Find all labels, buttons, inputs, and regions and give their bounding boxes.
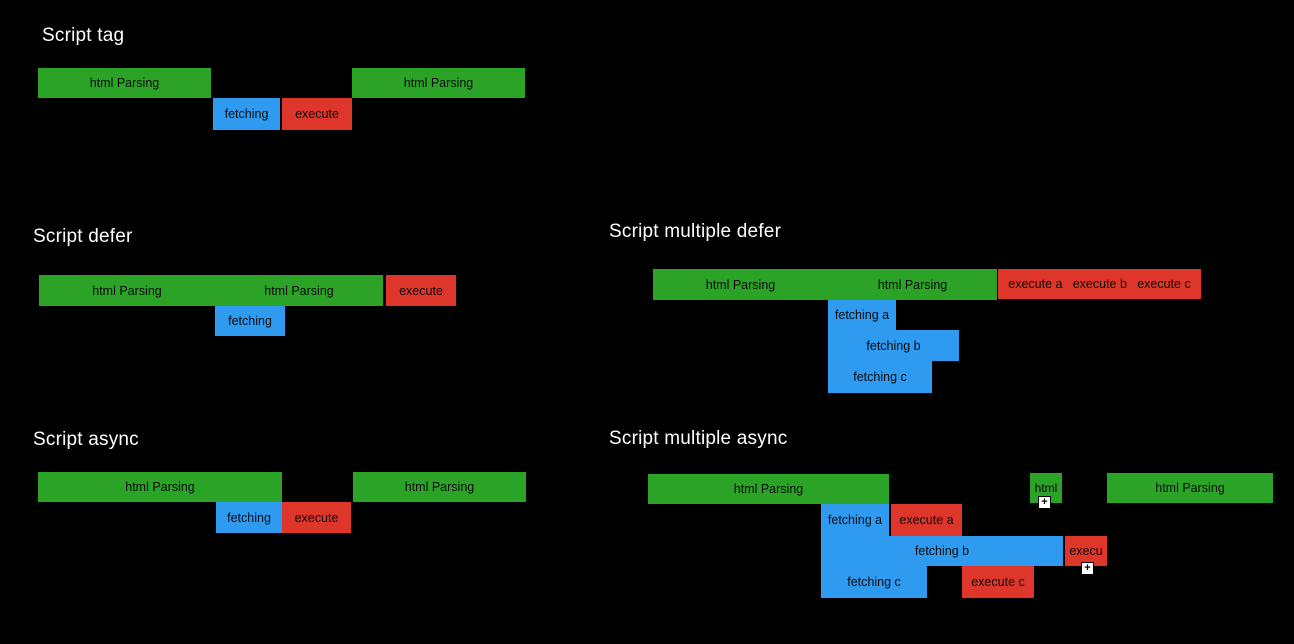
bar-fetching-c: fetching c [821, 566, 927, 598]
bar-execute: execute [386, 275, 456, 306]
bar-execute-group: execute a execute b execute c [998, 269, 1201, 299]
bar-execute: execute [282, 502, 351, 533]
bar-fetching-a: fetching a [828, 300, 896, 330]
plus-glyph: + [1084, 562, 1091, 574]
section-title-script-multiple-defer: Script multiple defer [609, 221, 782, 242]
bar-fetching-c: fetching c [828, 361, 932, 393]
bar-execute: execute [282, 98, 352, 130]
bar-execute-b-clipped: execu [1065, 536, 1107, 566]
bar-label: execute a [1008, 277, 1063, 291]
plus-glyph: + [1041, 496, 1048, 508]
section-title-script-tag: Script tag [42, 25, 125, 46]
bar-label: html Parsing [92, 283, 162, 298]
bar-label: html Parsing [705, 277, 776, 292]
section-title-script-multiple-async: Script multiple async [609, 428, 788, 449]
bar-fetching: fetching [215, 306, 285, 336]
bar-fetching: fetching [216, 502, 282, 533]
bar-fetching-b: fetching b [821, 536, 1063, 566]
bar-label: execute c [1137, 277, 1191, 291]
bar-label: html Parsing [264, 283, 334, 298]
bar-html-parsing: html Parsing [1107, 473, 1273, 503]
bar-html-parsing-continuous: html Parsing html Parsing [653, 269, 997, 300]
bar-fetching-b: fetching b [828, 330, 959, 361]
bar-execute-c: execute c [962, 566, 1034, 598]
plus-icon: + [1081, 562, 1094, 575]
bar-html-parsing: html Parsing [352, 68, 525, 98]
bar-html-parsing-continuous: html Parsing html Parsing [39, 275, 383, 306]
bar-label: execute b [1072, 277, 1127, 291]
bar-html-parsing: html Parsing [648, 474, 889, 504]
section-title-script-async: Script async [33, 429, 139, 450]
bar-html-parsing: html Parsing [353, 472, 526, 502]
bar-fetching-a: fetching a [821, 504, 889, 536]
section-title-script-defer: Script defer [33, 226, 133, 247]
bar-label: html Parsing [877, 277, 948, 292]
plus-icon: + [1038, 496, 1051, 509]
bar-html-parsing: html Parsing [38, 68, 211, 98]
bar-html-parsing: html Parsing [38, 472, 282, 502]
bar-execute-a: execute a [891, 504, 962, 536]
bar-fetching: fetching [213, 98, 280, 130]
